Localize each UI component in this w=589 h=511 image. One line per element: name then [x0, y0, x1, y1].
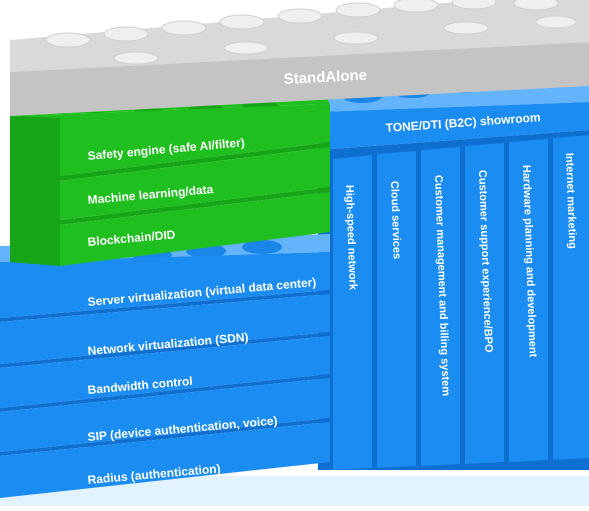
standalone-studs	[45, 0, 577, 65]
column-internet-marketing	[553, 135, 589, 460]
column-cloud-services	[377, 151, 416, 468]
column-label-5: Internet marketing	[563, 153, 578, 249]
column-high-speed-network	[333, 155, 372, 470]
layer-machine-learning	[60, 147, 330, 220]
layer-bandwidth-control	[0, 336, 330, 408]
standalone-label: StandAlone	[283, 67, 367, 88]
standalone-front	[10, 42, 589, 116]
layer-sip	[0, 378, 330, 452]
layer-safety-engine	[10, 104, 330, 176]
column-label-1: Cloud services	[388, 181, 403, 260]
right-block: TONE/DTI (B2C) showroom High-speed netwo…	[318, 62, 589, 470]
right-block-header	[318, 102, 589, 150]
column-label-0: High-speed network	[343, 185, 359, 291]
column-customer-support	[465, 143, 504, 464]
column-hardware-planning	[509, 139, 548, 462]
column-customer-management	[421, 147, 460, 466]
layer-network-virtualization	[0, 294, 330, 364]
layer-blockchain	[60, 192, 330, 266]
layer-radius	[0, 422, 330, 498]
right-block-columns	[333, 135, 589, 470]
standalone-block: StandAlone	[10, 0, 589, 116]
blue-stack: Server virtualization (virtual data cent…	[0, 234, 330, 498]
layer-server-virtualization	[0, 252, 330, 318]
